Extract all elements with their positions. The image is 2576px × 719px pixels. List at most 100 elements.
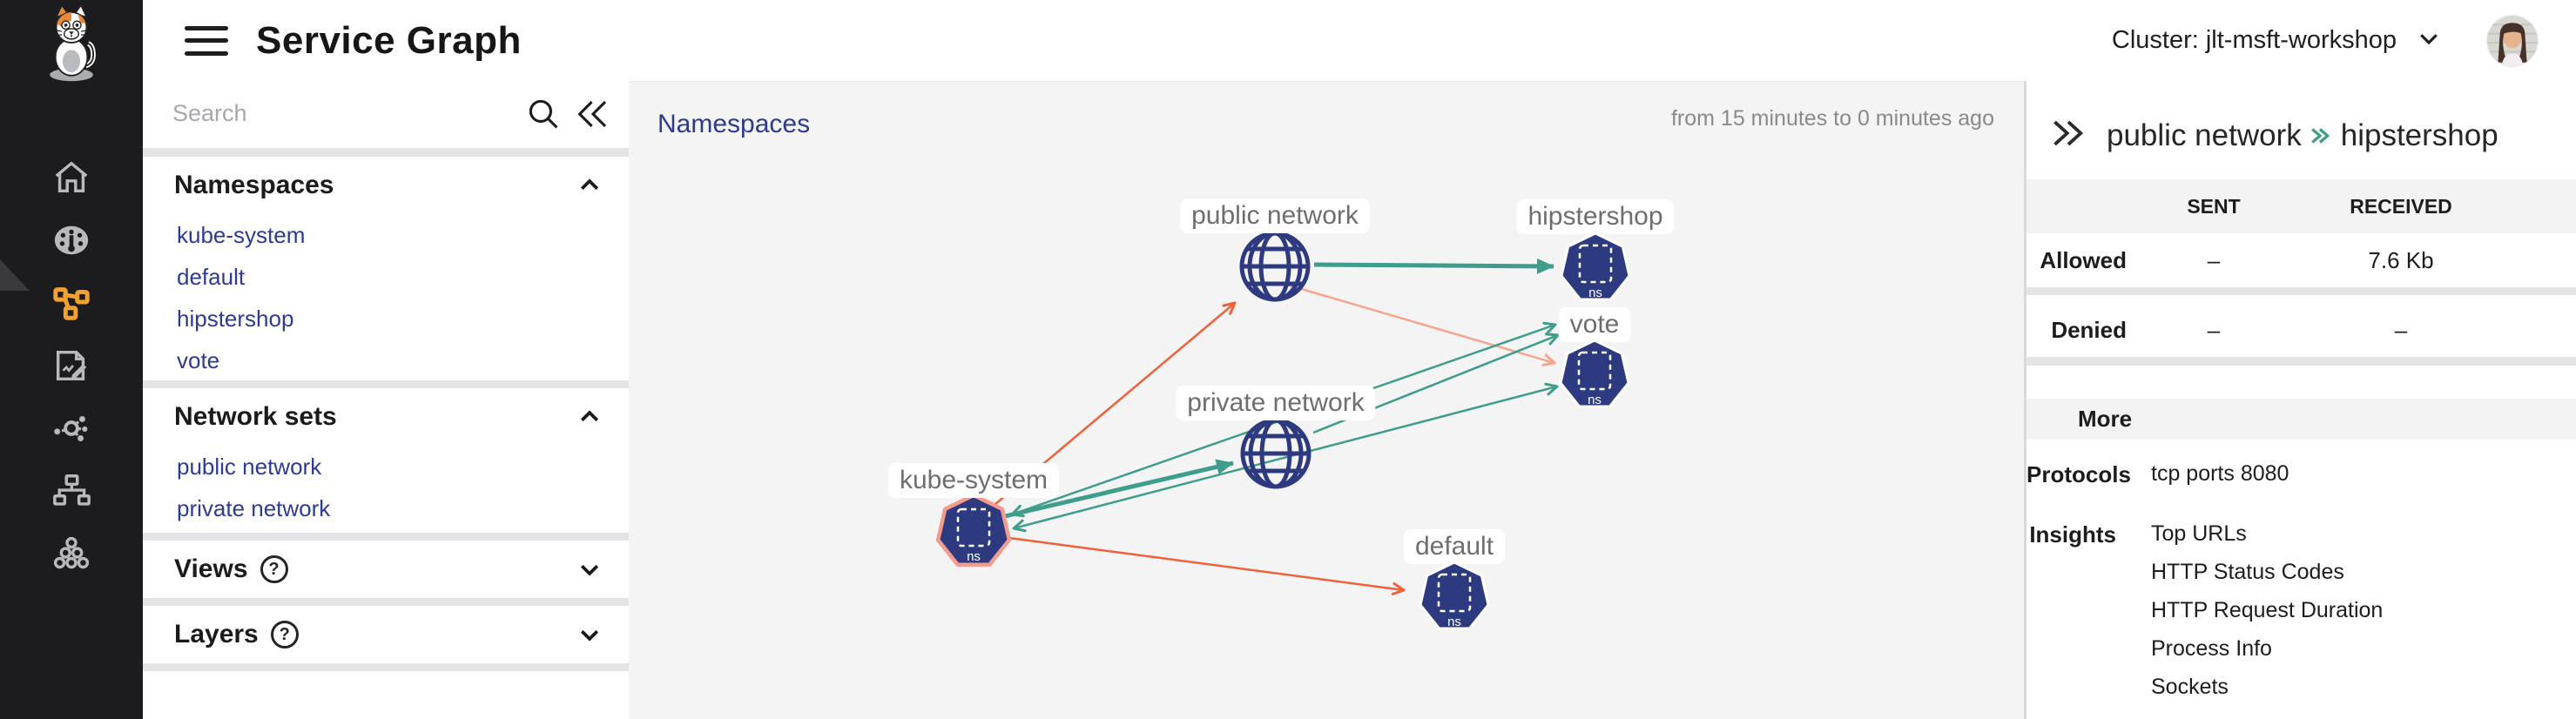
panel-divider [2024,81,2026,719]
double-chevron-right-icon[interactable] [2049,114,2087,157]
search-input[interactable] [172,93,503,133]
insights-row: Insights Top URLs HTTP Status Codes HTTP… [2026,514,2576,706]
chevron-up-icon[interactable] [577,172,603,198]
row-label: Denied [2051,316,2127,343]
graph-node-public-network[interactable] [1239,231,1311,302]
section-views-header[interactable]: Views ? [143,541,629,598]
report-pencil-icon [51,346,91,390]
tigera-cat-logo [10,3,132,84]
section-namespaces-header[interactable]: Namespaces [143,157,629,214]
cluster-selector[interactable]: Cluster: jlt-msft-workshop [2112,25,2442,56]
graph-node-label-hipstershop[interactable]: hipstershop [1516,199,1675,234]
help-icon[interactable]: ? [260,555,288,583]
insight-http-status-codes[interactable]: HTTP Status Codes [2151,559,2344,584]
denied-sent-value: – [2207,316,2221,343]
section-layers-header[interactable]: Layers ? [143,606,629,663]
breadcrumb-target[interactable]: hipstershop [2340,118,2498,152]
cluster-pods-icon [51,534,91,578]
graph-edge-public-network-to-hipstershop[interactable] [1313,258,1554,274]
chevron-down-icon [2397,25,2442,56]
graph-node-label-vote[interactable]: vote [1558,307,1631,342]
home-icon [51,158,91,202]
nav-rail-icons [0,148,143,587]
insights-label: Insights [2029,521,2116,548]
top-header: Service Graph Cluster: jlt-msft-workshop [143,0,2576,81]
protocols-row: Protocols tcp ports 8080 [2026,461,2576,488]
row-label: Allowed [2040,246,2127,273]
graph-edge-kube-system-to-default[interactable] [1008,536,1406,595]
user-avatar[interactable] [2487,15,2538,66]
nav-flow-connections[interactable] [0,399,143,461]
gauge-icon [51,220,91,265]
nav-clusters[interactable] [0,524,143,587]
nav-dashboards[interactable] [0,211,143,273]
section-title: Layers [174,620,259,648]
graph-node-hipstershop[interactable]: ns [1560,232,1631,301]
org-chart-icon [51,471,91,515]
molecule-icon [51,408,91,453]
chevron-down-icon[interactable] [577,556,603,582]
active-nav-notch [0,259,30,291]
nav-home[interactable] [0,148,143,211]
sidebar-item-vote[interactable]: vote [177,346,220,373]
collapse-panel-icon[interactable] [575,97,611,136]
table-row-allowed: Allowed – 7.6 Kb [2026,233,2576,295]
graph-node-label-default[interactable]: default [1403,529,1506,564]
insight-sockets[interactable]: Sockets [2151,674,2229,699]
allowed-sent-value: – [2207,246,2221,273]
section-views: Views ? [143,541,629,598]
breadcrumb-source[interactable]: public network [2107,118,2302,152]
chevron-up-icon[interactable] [577,404,603,430]
edge-breadcrumb: public network hipstershop [2107,118,2498,153]
hamburger-menu-icon[interactable] [185,25,228,56]
insight-top-urls[interactable]: Top URLs [2151,521,2247,546]
protocols-label: Protocols [2026,461,2131,487]
column-received: RECEIVED [2350,194,2452,218]
canvas-view-label: Namespaces [657,110,811,138]
page-title: Service Graph [256,18,522,62]
section-title: Namespaces [174,171,334,199]
sidebar-item-kube-system[interactable]: kube-system [177,221,306,248]
graph-node-kube-system[interactable]: ns [935,493,1012,568]
search-icon[interactable] [526,97,561,136]
section-layers: Layers ? [143,606,629,663]
section-network-sets-header[interactable]: Network sets [143,388,629,446]
nav-policy-logs[interactable] [0,336,143,399]
more-label: More [2078,406,2133,432]
time-range-label: from 15 minutes to 0 minutes ago [1670,106,1994,131]
nav-rail [0,0,143,719]
service-graph-canvas[interactable]: ns ns ns ns public network hipstershop vote pr… [629,81,2024,719]
sidebar-item-private-network[interactable]: private network [177,494,331,521]
nav-service-graph[interactable] [0,273,143,336]
denied-received-value: – [2394,316,2408,343]
graph-node-label-private-network[interactable]: private network [1176,386,1376,420]
graph-node-default[interactable]: ns [1419,561,1490,630]
table-row-denied: Denied – – [2026,303,2576,366]
traffic-table-header: SENT RECEIVED [2026,179,2576,233]
service-graph-icon [51,283,91,327]
details-panel: public network hipstershop SENT RECEIVED… [2026,81,2576,719]
sidebar-item-public-network[interactable]: public network [177,453,322,480]
section-title: Views [174,554,248,583]
sidebar-item-hipstershop[interactable]: hipstershop [177,305,294,332]
nav-resource-tree[interactable] [0,461,143,524]
graph-edge-kube-system-to-vote[interactable] [1012,382,1559,533]
graph-node-private-network[interactable] [1240,418,1312,489]
graph-edge-public-network-to-vote[interactable] [1283,282,1556,366]
help-icon[interactable]: ? [270,621,299,648]
graph-node-label-kube-system[interactable]: kube-system [887,463,1060,498]
svg-text:ns: ns [967,549,981,564]
insight-process-info[interactable]: Process Info [2151,635,2272,661]
sidebar-item-default[interactable]: default [177,263,246,290]
chevron-down-icon[interactable] [577,622,603,648]
section-network-sets: Network sets public network private netw… [143,388,629,533]
cluster-label: Cluster: jlt-msft-workshop [2111,26,2397,54]
allowed-received-value: 7.6 Kb [2368,246,2434,273]
graph-node-label-public-network[interactable]: public network [1180,198,1370,233]
graph-node-vote[interactable]: ns [1559,339,1630,408]
section-namespaces: Namespaces kube-system default hipstersh… [143,157,629,380]
search-row [143,81,629,148]
more-section-header: More [2026,399,2576,440]
insight-http-request-duration[interactable]: HTTP Request Duration [2151,597,2384,622]
